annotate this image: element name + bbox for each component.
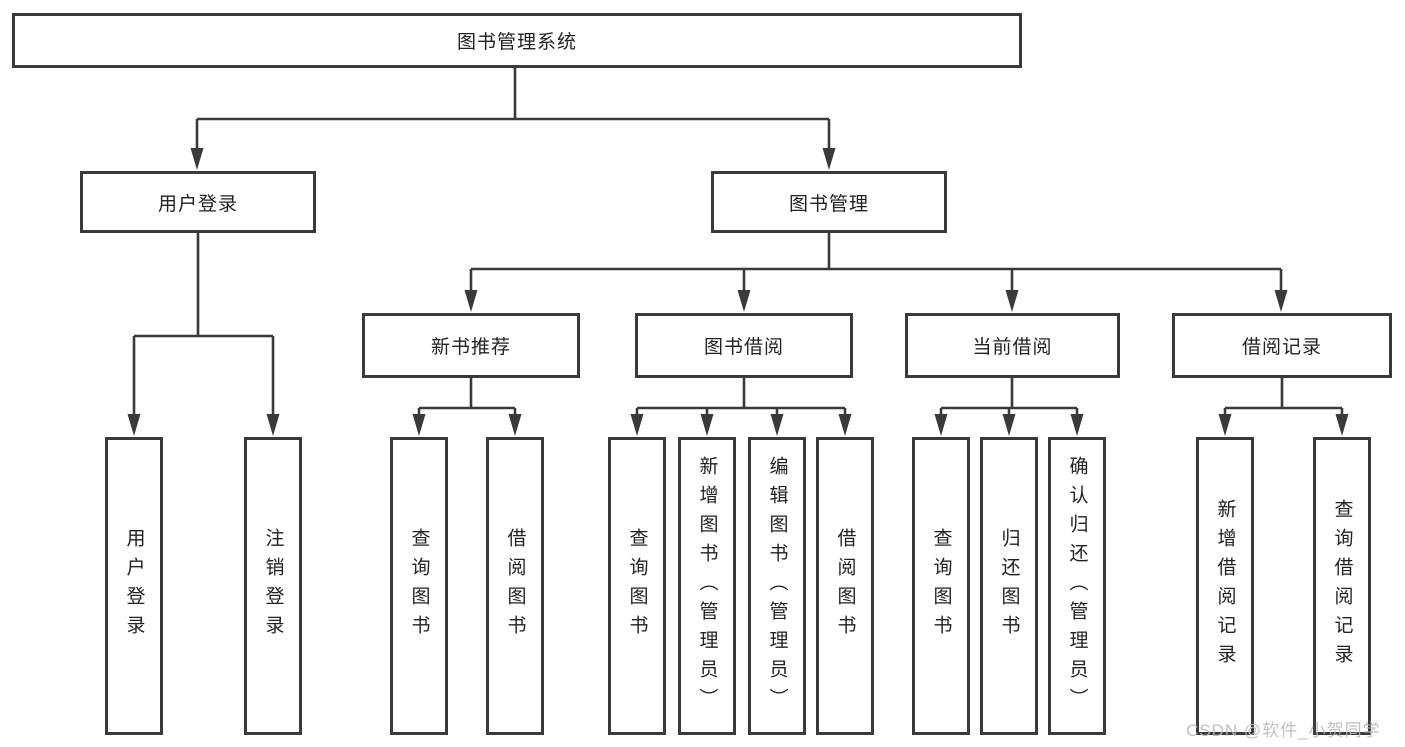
node-current-borrowing: 当前借阅	[905, 313, 1120, 378]
leaf-current-confirm-return-admin: 确认归还（管理员）	[1048, 437, 1106, 735]
leaf-borrowing-query-books: 查询图书	[608, 437, 666, 735]
node-user-login-label: 用户登录	[157, 193, 238, 215]
leaf-borrowing-add-books-admin-label: 新增图书（管理员）	[696, 455, 718, 717]
leaf-borrowing-add-books-admin: 新增图书（管理员）	[678, 437, 736, 735]
leaf-borrowing-edit-books-admin-label: 编辑图书（管理员）	[766, 455, 788, 717]
leaf-current-confirm-return-admin-label: 确认归还（管理员）	[1066, 455, 1088, 717]
leaf-user-login-label: 用户登录	[123, 528, 145, 644]
leaf-newbook-borrow-books-label: 借阅图书	[504, 528, 526, 644]
leaf-borrowing-edit-books-admin: 编辑图书（管理员）	[748, 437, 806, 735]
leaf-current-query-books: 查询图书	[912, 437, 970, 735]
node-book-borrowing: 图书借阅	[635, 313, 853, 378]
node-root-system: 图书管理系统	[12, 13, 1022, 68]
node-root-label: 图书管理系统	[456, 32, 577, 53]
arrowhead-icons	[127, 148, 1349, 436]
leaf-newbook-query-books-label: 查询图书	[408, 528, 430, 644]
leaf-newbook-query-books: 查询图书	[390, 437, 448, 735]
watermark: CSDN @软件_小贺同学	[1186, 721, 1381, 740]
leaf-current-query-books-label: 查询图书	[930, 528, 952, 644]
node-book-management-label: 图书管理	[788, 193, 869, 215]
node-book-borrowing-label: 图书借阅	[703, 337, 784, 358]
leaf-borrowing-borrow-books: 借阅图书	[816, 437, 874, 735]
node-new-book-recommend: 新书推荐	[362, 313, 580, 378]
leaf-user-login: 用户登录	[105, 437, 163, 735]
node-new-book-recommend-label: 新书推荐	[430, 337, 511, 358]
leaf-newbook-borrow-books: 借阅图书	[486, 437, 544, 735]
leaf-records-query-record: 查询借阅记录	[1313, 437, 1371, 735]
leaf-logout-label: 注销登录	[262, 528, 284, 644]
leaf-records-add-record: 新增借阅记录	[1196, 437, 1254, 735]
leaf-borrowing-borrow-books-label: 借阅图书	[834, 528, 856, 644]
leaf-borrowing-query-books-label: 查询图书	[626, 528, 648, 644]
leaf-records-query-record-label: 查询借阅记录	[1331, 499, 1353, 673]
leaf-current-return-books: 归还图书	[980, 437, 1038, 735]
node-user-login: 用户登录	[80, 171, 316, 233]
node-book-management: 图书管理	[711, 171, 947, 233]
node-borrowing-records-label: 借阅记录	[1241, 337, 1322, 358]
node-borrowing-records: 借阅记录	[1172, 313, 1392, 378]
leaf-logout: 注销登录	[244, 437, 302, 735]
node-current-borrowing-label: 当前借阅	[972, 337, 1053, 358]
leaf-current-return-books-label: 归还图书	[998, 528, 1020, 644]
leaf-records-add-record-label: 新增借阅记录	[1214, 499, 1236, 673]
